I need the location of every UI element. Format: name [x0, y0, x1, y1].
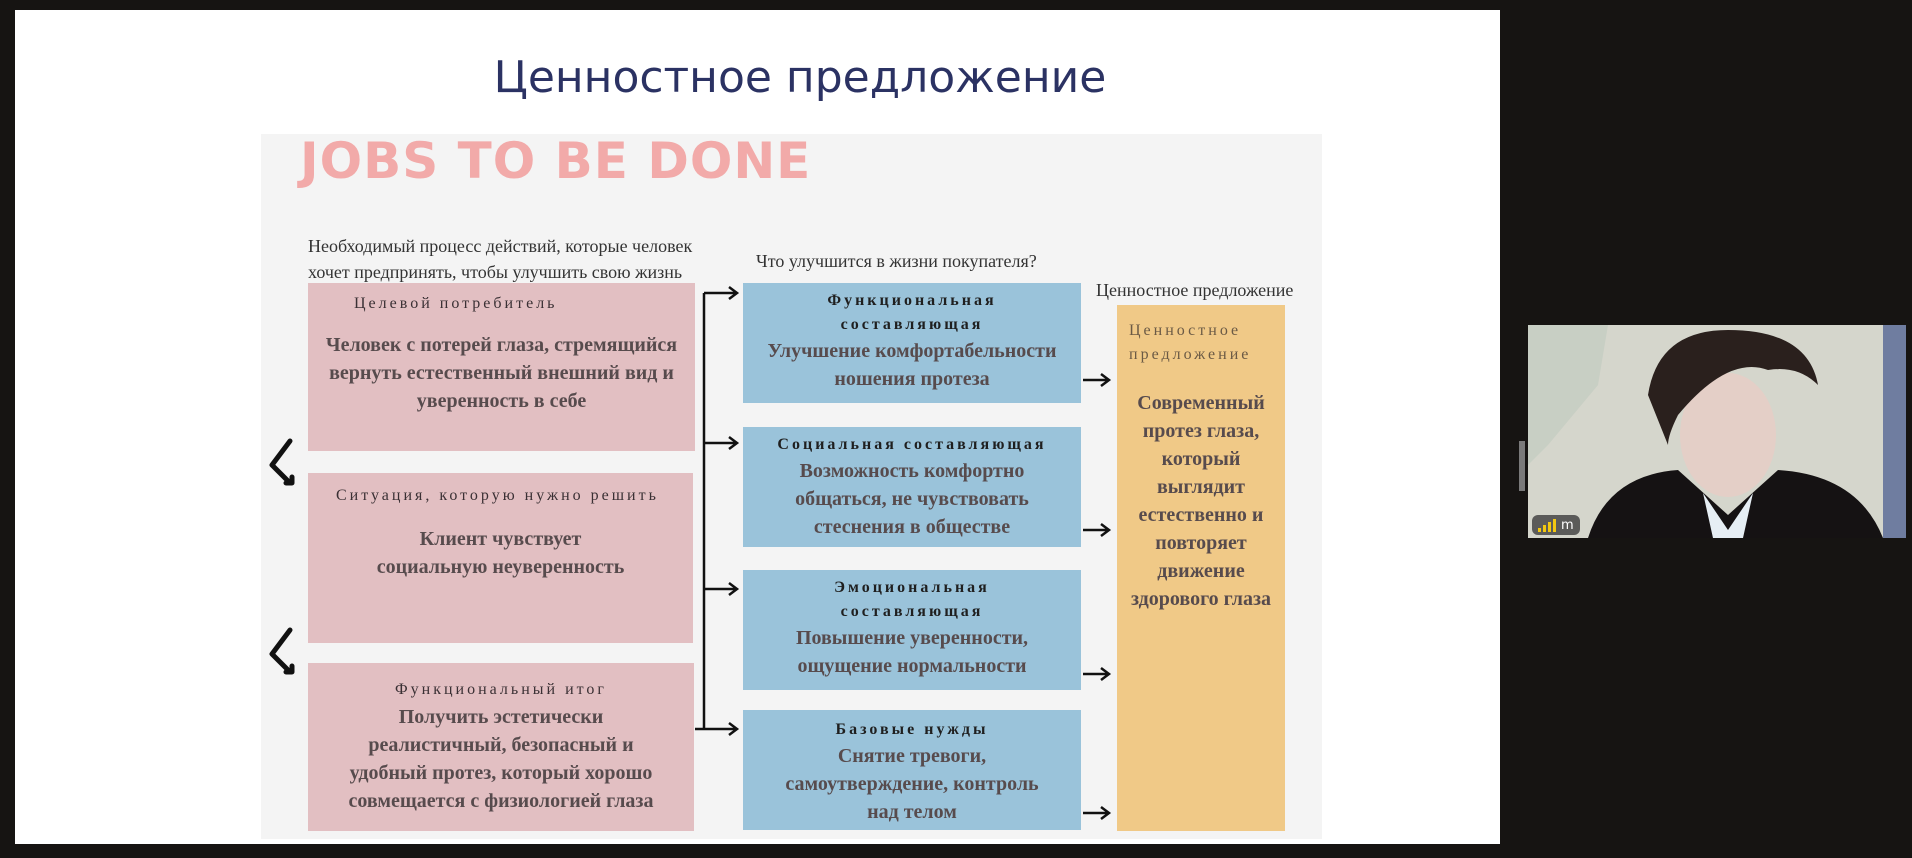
- box-label: Социальная составляющая: [777, 436, 1047, 453]
- box-label: Функциональная составляющая: [827, 292, 997, 333]
- box-label: Ценностное предложение: [1129, 322, 1252, 363]
- signal-strength-icon: [1538, 518, 1556, 532]
- box-label: Эмоциональная составляющая: [834, 579, 990, 620]
- box-text: Повышение уверенности, ощущение нормальн…: [795, 627, 1029, 677]
- chevron-down-left-icon: [269, 438, 295, 486]
- functional-component-box: Функциональная составляющая Улучшение ко…: [743, 283, 1081, 403]
- sidebar-scrollbar[interactable]: [1519, 441, 1525, 491]
- box-text: Улучшение комфортабельности ношения прот…: [767, 340, 1057, 390]
- arrow-right-icon: [1083, 667, 1112, 681]
- box-text: Снятие тревоги, самоутверждение, контрол…: [785, 745, 1039, 823]
- arrow-right-icon: [704, 722, 740, 736]
- social-component-box: Социальная составляющая Возможность комф…: [743, 427, 1081, 547]
- target-consumer-box: Целевой потребитель Человек с потерей гл…: [308, 283, 695, 451]
- value-proposition-box: Ценностное предложение Современный проте…: [1117, 305, 1285, 831]
- participant-video: [1528, 325, 1906, 538]
- right-caption: Ценностное предложение: [1096, 280, 1294, 300]
- box-label: Целевой потребитель: [354, 295, 558, 312]
- box-text: Клиент чувствует социальную неуверенност…: [376, 528, 625, 578]
- emotional-component-box: Эмоциональная составляющая Повышение уве…: [743, 570, 1081, 690]
- slide-title: Ценностное предложение: [493, 52, 1107, 103]
- box-text: Человек с потерей глаза, стремящийся вер…: [325, 334, 678, 412]
- chevron-down-left-icon: [269, 627, 295, 675]
- basic-needs-box: Базовые нужды Снятие тревоги, самоутверж…: [743, 710, 1081, 830]
- box-text: Современный протез глаза, который выгляд…: [1131, 392, 1271, 610]
- box-label: Ситуация, которую нужно решить: [336, 487, 659, 504]
- arrow-right-icon: [704, 436, 740, 450]
- box-label: Функциональный итог: [395, 681, 607, 698]
- arrow-right-icon: [1083, 523, 1112, 537]
- jtbd-banner: JOBS TO BE DONE: [300, 132, 812, 190]
- arrow-right-icon: [704, 582, 740, 596]
- box-text: Возможность комфортно общаться, не чувст…: [795, 460, 1029, 538]
- middle-caption: Что улучшится в жизни покупателя?: [756, 251, 1037, 271]
- arrow-right-icon: [704, 286, 740, 300]
- left-caption: Необходимый процесс действий, которые че…: [308, 236, 693, 282]
- connector-lines: [695, 293, 706, 731]
- participant-video-tile[interactable]: [1528, 325, 1906, 538]
- arrow-right-icon: [1083, 373, 1112, 387]
- box-text: Получить эстетически реалистичный, безоп…: [348, 706, 654, 812]
- box-label: Базовые нужды: [835, 721, 989, 738]
- participant-name: m: [1561, 517, 1574, 533]
- situation-box: Ситуация, которую нужно решить Клиент чу…: [308, 473, 693, 643]
- arrow-right-icon: [1083, 806, 1112, 820]
- connection-status-badge: m: [1532, 515, 1580, 535]
- functional-result-box: Функциональный итог Получить эстетически…: [308, 663, 694, 831]
